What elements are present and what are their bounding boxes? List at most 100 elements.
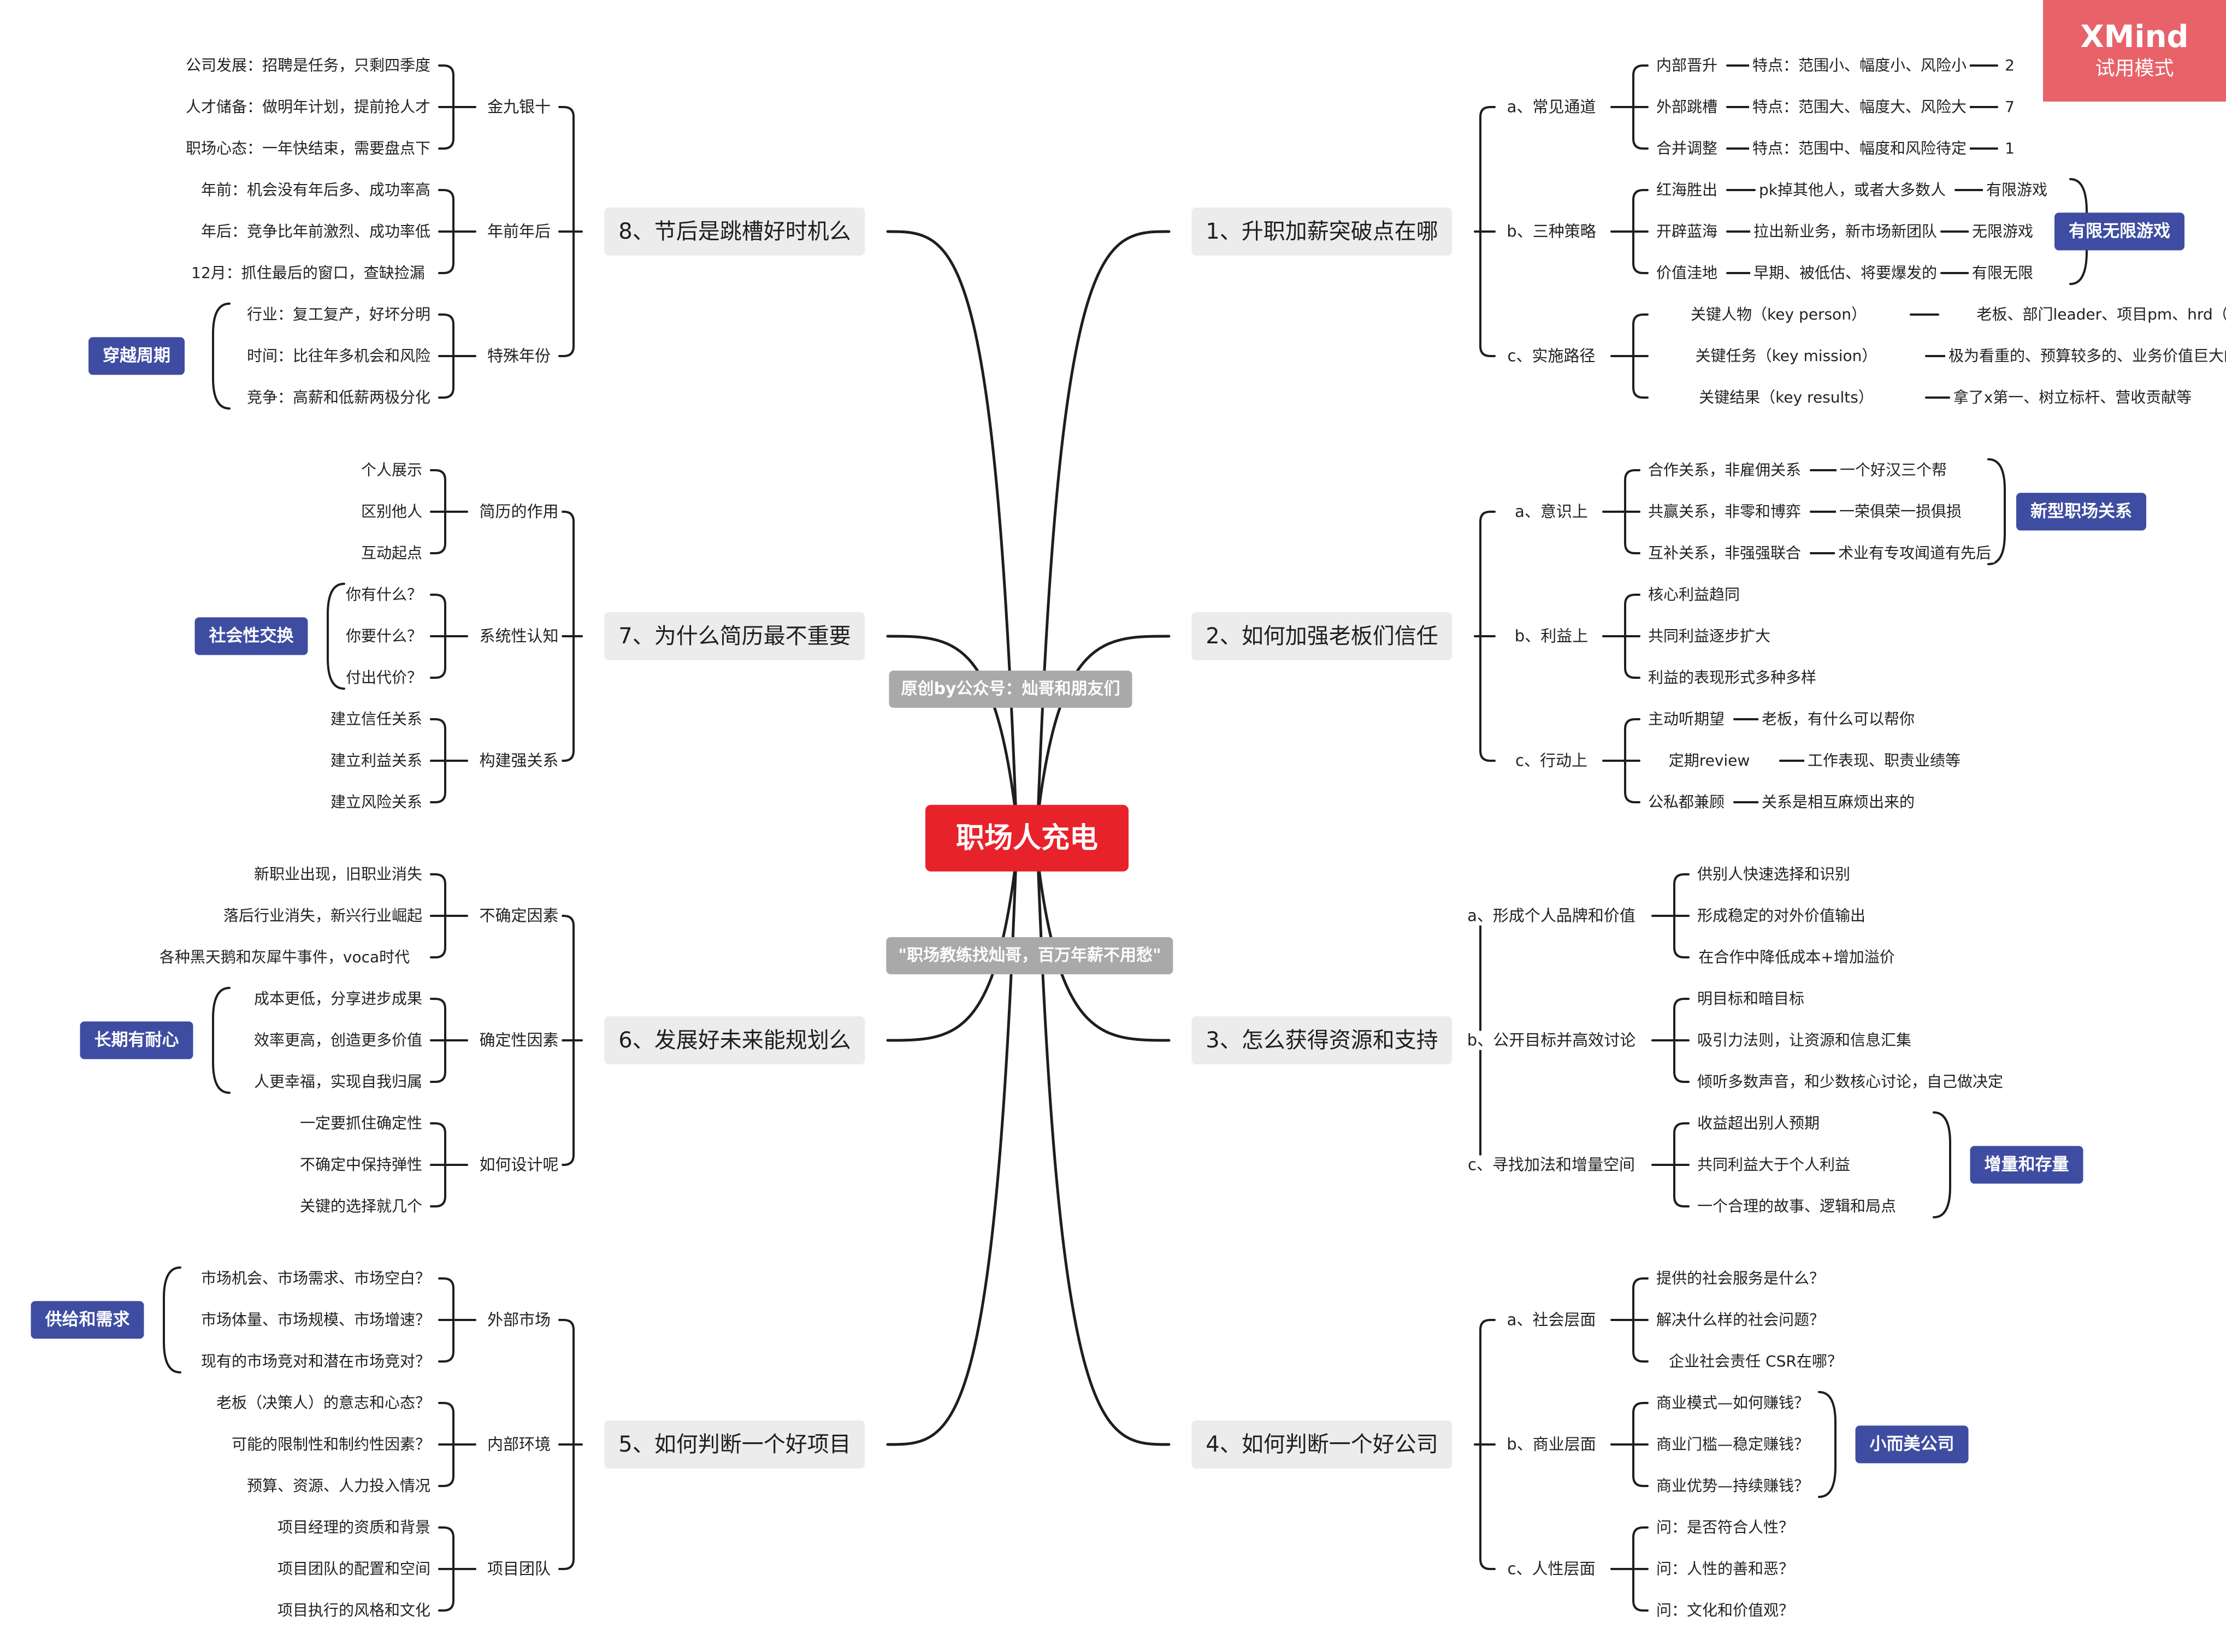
- leaf-detail[interactable]: 早期、被低估、将要爆发的: [1750, 264, 1941, 282]
- leaf[interactable]: 新职业出现，旧职业消失: [250, 865, 426, 884]
- subtopic[interactable]: a、形成个人品牌和价值: [1464, 906, 1639, 926]
- leaf[interactable]: 项目经理的资质和背景: [274, 1518, 434, 1537]
- leaf[interactable]: 区别他人: [357, 502, 426, 521]
- summary-label[interactable]: 新型职场关系: [2016, 493, 2146, 531]
- leaf[interactable]: 定期review: [1665, 751, 1753, 770]
- leaf[interactable]: 外部跳槽: [1652, 98, 1721, 116]
- subtopic[interactable]: a、社会层面: [1503, 1310, 1599, 1330]
- leaf[interactable]: 个人展示: [357, 461, 426, 479]
- root-node[interactable]: 职场人充电: [925, 804, 1129, 872]
- topic-4[interactable]: 4、如何判断一个好公司: [1191, 1420, 1452, 1469]
- leaf-detail[interactable]: 有限无限: [1968, 264, 2037, 282]
- leaf[interactable]: 建立利益关系: [327, 751, 426, 770]
- leaf[interactable]: 市场机会、市场需求、市场空白？: [197, 1269, 434, 1288]
- leaf-detail[interactable]: 极为看重的、预算较多的、业务价值巨大的: [1945, 347, 2226, 365]
- leaf-detail[interactable]: 有限游戏: [1982, 181, 2051, 199]
- leaf[interactable]: 成本更低，分享进步成果: [250, 990, 426, 1008]
- leaf[interactable]: 红海胜出: [1652, 181, 1721, 199]
- subtopic[interactable]: c、人性层面: [1504, 1559, 1599, 1579]
- leaf[interactable]: 吸引力法则，让资源和信息汇集: [1693, 1031, 1915, 1050]
- leaf[interactable]: 形成稳定的对外价值输出: [1693, 907, 1869, 925]
- summary-label[interactable]: 长期有耐心: [80, 1021, 193, 1059]
- topic-2[interactable]: 2、如何加强老板们信任: [1191, 612, 1452, 660]
- leaf[interactable]: 职场心态：一年快结束，需要盘点下: [182, 139, 434, 158]
- leaf[interactable]: 关键任务（key mission）: [1692, 347, 1881, 365]
- subtopic[interactable]: a、常见通道: [1503, 97, 1599, 117]
- leaf-detail[interactable]: 特点：范围中、幅度和风险待定: [1749, 139, 1970, 158]
- topic-5[interactable]: 5、如何判断一个好项目: [604, 1420, 865, 1469]
- author-note[interactable]: 原创by公众号：灿哥和朋友们: [889, 671, 1132, 708]
- leaf[interactable]: 合作关系，非雇佣关系: [1644, 461, 1805, 479]
- leaf[interactable]: 明目标和暗目标: [1693, 990, 1808, 1008]
- summary-label[interactable]: 增量和存量: [1970, 1146, 2083, 1184]
- subtopic[interactable]: b、三种策略: [1503, 222, 1599, 241]
- leaf[interactable]: 建立信任关系: [327, 710, 426, 729]
- subtopic[interactable]: 简历的作用: [476, 502, 562, 522]
- leaf[interactable]: 一定要抓住确定性: [296, 1114, 426, 1133]
- subtopic[interactable]: b、商业层面: [1503, 1435, 1599, 1454]
- leaf[interactable]: 12月：抓住最后的窗口，查缺捡漏: [188, 264, 428, 282]
- leaf[interactable]: 问：是否符合人性？: [1652, 1518, 1798, 1537]
- leaf[interactable]: 人才储备：做明年计划，提前抢人才: [182, 98, 434, 116]
- leaf[interactable]: 商业模式—如何赚钱？: [1652, 1394, 1813, 1412]
- summary-label[interactable]: 穿越周期: [88, 337, 185, 375]
- leaf-detail[interactable]: 无限游戏: [1968, 222, 2037, 241]
- topic-1[interactable]: 1、升职加薪突破点在哪: [1191, 208, 1452, 256]
- leaf[interactable]: 老板（决策人）的意志和心态？: [212, 1394, 434, 1412]
- subtopic[interactable]: 特殊年份: [483, 346, 554, 366]
- leaf-detail[interactable]: 特点：范围大、幅度大、风险大: [1749, 98, 1970, 116]
- subtopic[interactable]: c、实施路径: [1504, 346, 1599, 366]
- leaf[interactable]: 预算、资源、人力投入情况: [243, 1477, 434, 1495]
- leaf[interactable]: 互动起点: [357, 544, 426, 562]
- summary-label[interactable]: 有限无限游戏: [2054, 212, 2184, 251]
- subtopic[interactable]: b、公开目标并高效讨论: [1463, 1031, 1639, 1050]
- leaf[interactable]: 共同利益逐步扩大: [1644, 627, 1774, 646]
- leaf[interactable]: 倾听多数声音，和少数核心讨论，自己做决定: [1693, 1073, 2007, 1091]
- leaf[interactable]: 公私都兼顾: [1644, 793, 1728, 812]
- summary-label[interactable]: 社会性交换: [194, 617, 308, 655]
- leaf[interactable]: 竞争：高薪和低薪两极分化: [243, 388, 434, 407]
- leaf[interactable]: 人更幸福，实现自我归属: [250, 1073, 426, 1091]
- leaf[interactable]: 效率更高，创造更多价值: [250, 1031, 426, 1050]
- leaf[interactable]: 不确定中保持弹性: [296, 1156, 426, 1174]
- leaf[interactable]: 关键人物（key person）: [1687, 305, 1870, 324]
- leaf[interactable]: 项目执行的风格和文化: [274, 1601, 434, 1620]
- leaf[interactable]: 年后：竞争比年前激烈、成功率低: [197, 222, 434, 241]
- leaf-detail[interactable]: 1: [2001, 139, 2018, 158]
- leaf[interactable]: 项目团队的配置和空间: [274, 1560, 434, 1578]
- summary-label[interactable]: 供给和需求: [31, 1301, 144, 1339]
- subtopic[interactable]: b、利益上: [1511, 626, 1592, 646]
- leaf-detail[interactable]: 2: [2001, 56, 2018, 75]
- subtopic[interactable]: 确定性因素: [476, 1031, 562, 1050]
- leaf[interactable]: 关键的选择就几个: [296, 1197, 426, 1216]
- subtopic[interactable]: 年前年后: [483, 222, 554, 241]
- leaf-detail[interactable]: 老板，有什么可以帮你: [1758, 710, 1918, 729]
- topic-3[interactable]: 3、怎么获得资源和支持: [1191, 1016, 1452, 1064]
- leaf[interactable]: 主动听期望: [1644, 710, 1728, 729]
- subtopic[interactable]: 内部环境: [483, 1435, 554, 1454]
- leaf[interactable]: 价值洼地: [1652, 264, 1721, 282]
- leaf-detail[interactable]: pk掉其他人，或者大多数人: [1756, 181, 1949, 199]
- leaf-detail[interactable]: 老板、部门leader、项目pm、hrd（hrbp）等: [1973, 305, 2226, 324]
- leaf-detail[interactable]: 工作表现、职责业绩等: [1804, 751, 1964, 770]
- leaf[interactable]: 商业门槛—稳定赚钱？: [1652, 1435, 1813, 1454]
- leaf[interactable]: 在合作中降低成本+增加溢价: [1695, 948, 1898, 967]
- leaf[interactable]: 问：文化和价值观？: [1652, 1601, 1798, 1620]
- subtopic[interactable]: c、寻找加法和增量空间: [1465, 1155, 1638, 1175]
- leaf[interactable]: 可能的限制性和制约性因素？: [228, 1435, 434, 1454]
- leaf[interactable]: 付出代价？: [342, 668, 426, 687]
- leaf[interactable]: 问：人性的善和恶？: [1652, 1560, 1798, 1578]
- leaf-detail[interactable]: 一个好汉三个帮: [1836, 461, 1951, 479]
- leaf[interactable]: 建立风险关系: [327, 793, 426, 812]
- leaf[interactable]: 年前：机会没有年后多、成功率高: [197, 181, 434, 199]
- leaf-detail[interactable]: 关系是相互麻烦出来的: [1758, 793, 1918, 812]
- subtopic[interactable]: a、意识上: [1511, 502, 1591, 522]
- subtopic[interactable]: 不确定因素: [476, 906, 562, 926]
- leaf[interactable]: 公司发展：招聘是任务，只剩四季度: [182, 56, 434, 75]
- leaf[interactable]: 共同利益大于个人利益: [1693, 1156, 1854, 1174]
- subtopic[interactable]: 外部市场: [483, 1310, 554, 1330]
- leaf[interactable]: 合并调整: [1652, 139, 1721, 158]
- leaf[interactable]: 提供的社会服务是什么？: [1652, 1269, 1828, 1288]
- leaf-detail[interactable]: 7: [2001, 98, 2018, 116]
- leaf[interactable]: 行业：复工复产，好坏分明: [243, 305, 434, 324]
